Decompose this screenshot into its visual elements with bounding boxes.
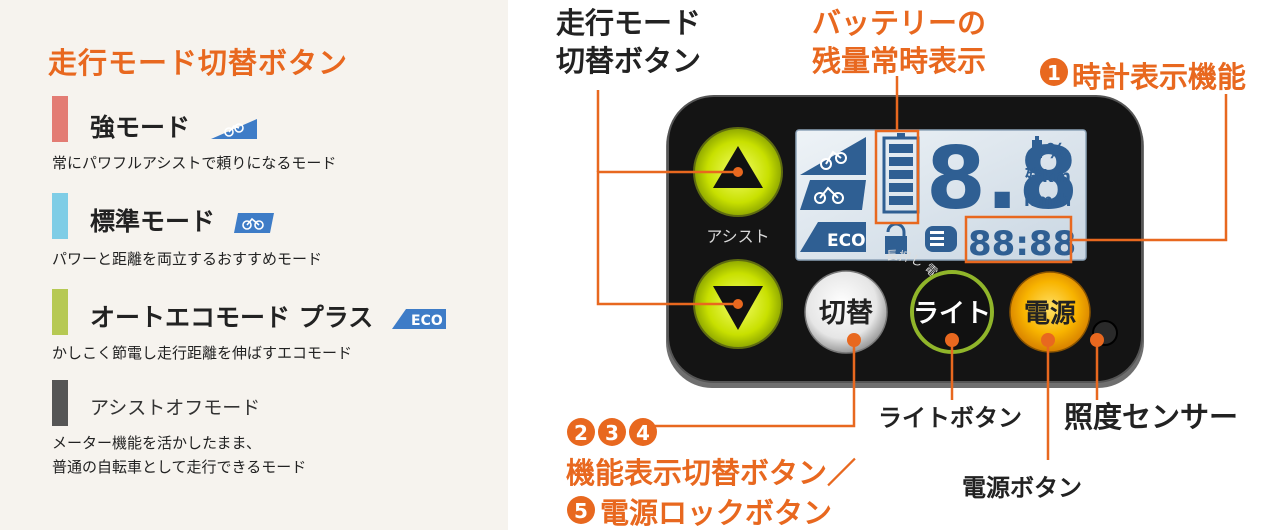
clock-number-badge: 1 xyxy=(1040,58,1068,86)
light-button-label: ライト xyxy=(913,299,991,329)
clock-annotation: 時計表示機能 xyxy=(1072,60,1247,94)
lcd-clock-digits: 88:88 xyxy=(968,224,1076,264)
panel-title: 走行モード切替ボタン xyxy=(48,46,349,80)
assist-label: アシスト xyxy=(706,227,769,246)
assist-off-swatch xyxy=(52,380,68,426)
lcd-kmh: km/h xyxy=(1024,191,1071,211)
switch-button[interactable] xyxy=(804,270,888,354)
lock-annotation: 電源ロックボタン xyxy=(600,496,833,530)
lcd-battery-icon xyxy=(882,133,920,214)
standard-mode-label: 標準モード xyxy=(90,202,276,238)
assist-off-label: アシストオフモード xyxy=(90,397,261,419)
mode-switch-annotation-line2: 切替ボタン xyxy=(556,44,702,78)
lcd-battery-small-icon xyxy=(1032,136,1042,158)
leader-dots xyxy=(733,167,1104,347)
lcd-eco-mode-icon: ECO xyxy=(800,222,866,252)
eco-mode-desc: かしこく節電し走行距離を伸ばすエコモード xyxy=(52,344,353,362)
power-button[interactable] xyxy=(1009,271,1091,353)
svg-text:4: 4 xyxy=(636,421,650,445)
lcd-percent: % xyxy=(1046,139,1066,163)
lcd-screen xyxy=(795,129,1087,261)
eco-mode-icon-text: ECO xyxy=(411,313,443,329)
strong-mode-desc: 常にパワフルアシストで頼りになるモード xyxy=(52,154,337,172)
power-button-annotation: 電源ボタン xyxy=(962,474,1082,502)
mode-switch-annotation-line1: 走行モード xyxy=(556,6,702,40)
svg-text:3: 3 xyxy=(605,421,619,445)
battery-annotation-line2: 残量常時表示 xyxy=(812,44,987,78)
battery-annotation-line1: バッテリーの xyxy=(812,6,987,40)
lcd-standard-mode-icon xyxy=(800,180,866,210)
lock-number-badge: 5 xyxy=(567,496,595,524)
svg-text:5: 5 xyxy=(574,499,588,523)
lcd-strong-mode-icon xyxy=(800,137,866,175)
switch-button-label: 切替 xyxy=(819,298,874,329)
light-sensor-annotation: 照度センサー xyxy=(1064,400,1239,434)
leader-lines xyxy=(596,76,1228,460)
strong-mode-swatch xyxy=(52,96,68,142)
standard-mode-swatch xyxy=(52,193,68,239)
func-switch-annotation: 機能表示切替ボタン／ xyxy=(566,456,857,490)
lcd-remaining-km: 残km xyxy=(1025,166,1071,187)
assist-off-desc-line1: メーター機能を活かしたまま、 xyxy=(52,434,261,452)
func-number-badges: 2 3 4 xyxy=(567,418,657,446)
strong-mode-icon xyxy=(210,119,257,139)
assist-off-desc-line2: 普通の自転車として走行できるモード xyxy=(52,458,307,476)
mode-legend-panel: 走行モード切替ボタン 強モード 常にパワフルアシストで頼りになるモード 標準モー… xyxy=(0,0,508,530)
standard-mode-icon xyxy=(233,213,274,233)
svg-text:2: 2 xyxy=(574,421,588,445)
lcd-eco-text: ECO xyxy=(827,231,866,251)
power-button-label: 電源 xyxy=(1024,299,1076,329)
light-button-annotation: ライトボタン xyxy=(878,404,1022,432)
standard-mode-desc: パワーと距離を両立するおすすめモード xyxy=(52,250,323,268)
svg-text:1: 1 xyxy=(1047,61,1061,85)
eco-mode-label: オートエコモード プラス ECO xyxy=(90,298,448,334)
lcd-main-digits: 8.8 xyxy=(926,129,1078,229)
eco-mode-icon: ECO xyxy=(391,309,446,329)
eco-mode-swatch xyxy=(52,289,68,335)
strong-mode-label: 強モード xyxy=(90,108,261,144)
lcd-light-icon xyxy=(925,226,957,252)
